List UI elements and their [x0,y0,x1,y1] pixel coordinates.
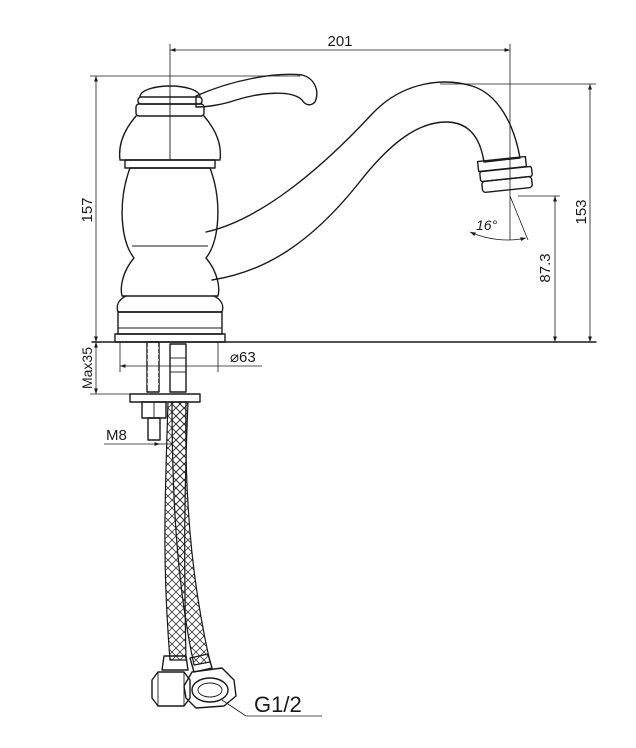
hose-nut-left [151,671,191,707]
faucet-body [114,73,533,343]
inlet-connector [169,343,187,393]
lever-handle [195,73,318,108]
dim-spout-height-label: 87.3 [537,253,554,282]
hose-braid-2 [171,401,211,666]
dim-height-right-label: 153 [573,199,590,224]
spout [205,81,521,281]
dimension-lines [90,44,596,717]
dim-width-label: 201 [327,33,352,50]
dim-max-thickness-label: Max35 [79,347,95,389]
dim-height-left-label: 157 [79,197,96,222]
base-collar [116,295,224,313]
dim-angle-label: 16° [476,217,498,233]
body-vase [120,167,220,297]
hose-nut-right [183,667,237,709]
flexible-hose [151,401,237,709]
base-plate [117,311,223,335]
mounting-washer [129,393,201,403]
dim-base-diameter-label: ⌀63 [230,349,256,366]
dim-stud-thread-label: M8 [106,427,127,444]
mounting-hardware [129,341,201,441]
dim-hose-thread-label: G1/2 [254,692,302,717]
